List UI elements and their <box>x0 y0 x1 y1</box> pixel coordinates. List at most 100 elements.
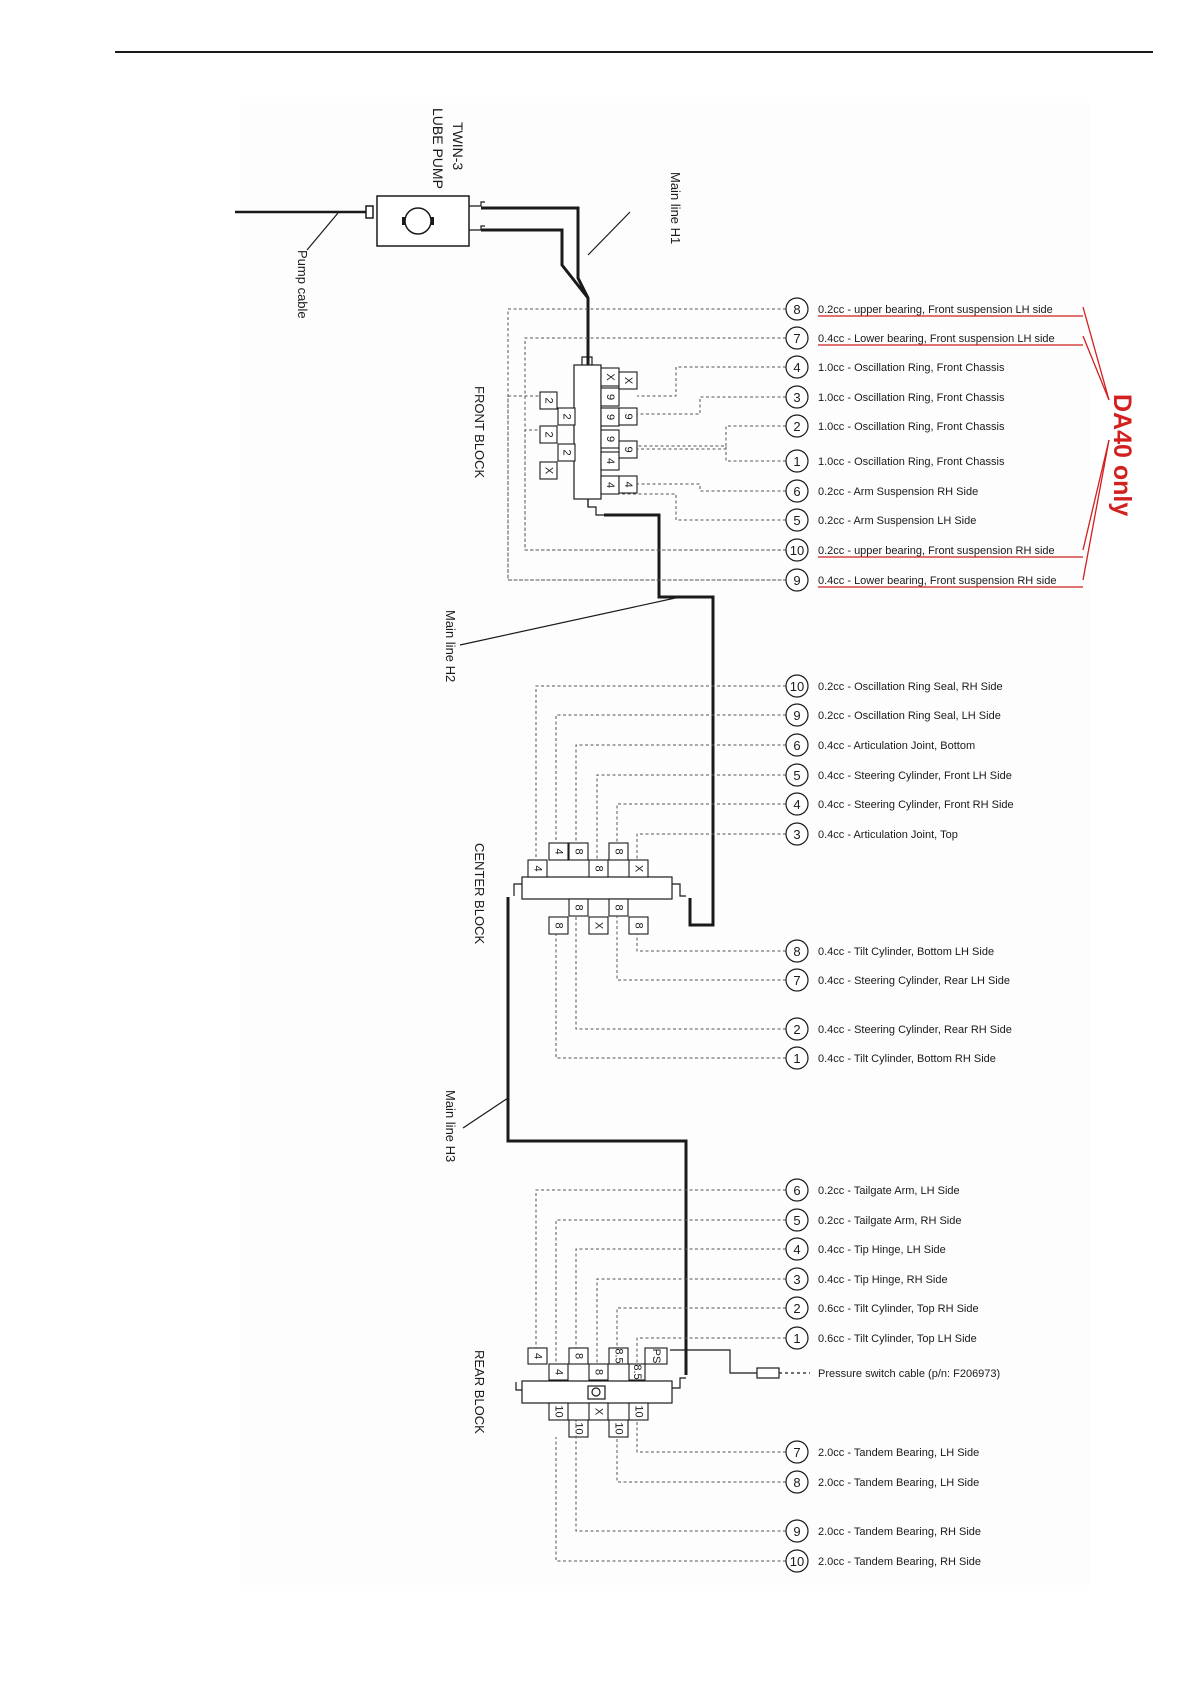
rear-outlet-label: 8.5 <box>631 1364 643 1379</box>
callout-number: 5 <box>793 768 800 783</box>
center-outlet-label: 8 <box>573 904 585 910</box>
callout-number-circle <box>785 1519 809 1543</box>
rear-outlet-label: 4 <box>532 1353 544 1359</box>
center-outlet: X <box>588 916 609 935</box>
front-block-manifold <box>573 364 602 500</box>
center-outlet-label: 8 <box>633 922 645 928</box>
front-outlet: X <box>539 461 558 480</box>
center-outlet: X <box>628 859 649 878</box>
front-outlet: 9 <box>600 429 620 449</box>
rear-outlet-label: 10 <box>613 1422 625 1434</box>
front-outlet-label: 4 <box>622 481 634 487</box>
center-outlet: 8 <box>548 916 569 935</box>
callout-number-circle <box>785 733 809 757</box>
callouts: 8 0.2cc - upper bearing, Front suspension… <box>507 297 1083 1573</box>
callout-text: 0.4cc - Steering Cylinder, Rear LH Side <box>818 975 1010 987</box>
front-outlet-label: 4 <box>604 458 616 464</box>
rear-outlet: 10 <box>548 1402 569 1421</box>
main-line-h2-label: Main line H2 <box>443 610 458 682</box>
callout-item: 3 0.4cc - Articulation Joint, Top <box>636 822 958 860</box>
callout-number: 2 <box>793 1022 800 1037</box>
callout-number: 8 <box>793 302 800 317</box>
rear-block <box>515 1377 686 1404</box>
callout-number-circle <box>785 703 809 727</box>
front-outlet-label: 4 <box>604 482 616 488</box>
front-block-label: FRONT BLOCK <box>472 386 487 479</box>
callout-number-circle <box>785 674 809 698</box>
front-outlet: 4 <box>600 475 620 495</box>
callout-text: 1.0cc - Oscillation Ring, Front Chassis <box>818 362 1005 374</box>
front-outlet: 2 <box>539 425 558 444</box>
main-line-h2 <box>604 513 715 927</box>
callout-number-circle <box>785 763 809 787</box>
callout-number-circle <box>785 1208 809 1232</box>
pump-motor-icon <box>404 207 432 235</box>
callout-number: 8 <box>793 1475 800 1490</box>
main-line-h1 <box>481 206 590 367</box>
front-outlet: 4 <box>600 451 620 471</box>
front-outlet-label: 9 <box>604 436 616 442</box>
callout-number-circle <box>785 449 809 473</box>
rear-outlet: 4 <box>548 1363 569 1381</box>
callout-text: 0.2cc - Oscillation Ring Seal, LH Side <box>818 710 1001 722</box>
center-outlet: 8 <box>608 842 629 861</box>
callout-number: 3 <box>793 390 800 405</box>
callout-text: 0.2cc - Tailgate Arm, RH Side <box>818 1215 961 1227</box>
center-outlet-label: 4 <box>532 865 544 871</box>
rear-outlet: 10 <box>608 1419 629 1438</box>
callout-number: 7 <box>793 973 800 988</box>
callout-text: 0.4cc - Steering Cylinder, Front LH Side <box>818 770 1012 782</box>
callout-number-circle <box>785 385 809 409</box>
center-outlet: 4 <box>527 859 548 878</box>
callout-text: 0.4cc - Lower bearing, Front suspension … <box>818 333 1055 345</box>
callout-text: 0.4cc - Articulation Joint, Top <box>818 829 958 841</box>
callout-text: 0.4cc - Tip Hinge, LH Side <box>818 1244 946 1256</box>
rear-outlet-label: 4 <box>553 1369 565 1375</box>
rear-outlet: PS <box>644 1347 668 1365</box>
main-line-h1-label: Main line H1 <box>668 172 683 244</box>
front-outlet: 9 <box>618 407 638 426</box>
rear-outlet: 8.5 <box>608 1347 629 1365</box>
pump-cable-label: Pump cable <box>295 250 310 319</box>
rear-outlet: 8 <box>588 1363 609 1381</box>
callout-number: 3 <box>793 827 800 842</box>
main-line-h3-leader <box>462 1097 509 1129</box>
center-outlet: 8 <box>568 898 589 917</box>
center-outlet: 8 <box>628 916 649 935</box>
callout-number: 10 <box>790 679 804 694</box>
callout-number-circle <box>785 1549 809 1573</box>
callout-text: 0.2cc - upper bearing, Front suspension … <box>818 304 1053 316</box>
callout-number-circle <box>785 792 809 816</box>
front-outlet-label: X <box>604 373 616 381</box>
center-outlet-label: X <box>633 865 645 873</box>
callout-number: 9 <box>793 1524 800 1539</box>
front-outlet-label: X <box>543 467 555 475</box>
callout-number: 5 <box>793 1213 800 1228</box>
callout-number: 7 <box>793 331 800 346</box>
callout-number-circle <box>785 355 809 379</box>
callout-number: 1 <box>793 454 800 469</box>
callout-number: 6 <box>793 484 800 499</box>
front-outlet: 9 <box>600 407 620 427</box>
front-outlet: 9 <box>618 440 638 459</box>
callout-text: 0.4cc - Lower bearing, Front suspension … <box>818 575 1056 587</box>
callout-number: 9 <box>793 573 800 588</box>
callout-item: 9 0.4cc - Lower bearing, Front suspension… <box>507 395 1083 592</box>
pump-title: TWIN-3 <box>450 122 466 170</box>
callout-text: 2.0cc - Tandem Bearing, LH Side <box>818 1447 979 1459</box>
callout-text: 0.4cc - Tilt Cylinder, Bottom LH Side <box>818 946 994 958</box>
rear-outlet-label: 10 <box>633 1405 645 1417</box>
pump-assembly <box>235 195 485 251</box>
callout-text: 0.4cc - Articulation Joint, Bottom <box>818 740 975 752</box>
callout-number-circle <box>785 1267 809 1291</box>
da40-label: DA40 only <box>1108 394 1136 516</box>
rear-outlet-label: PS <box>650 1349 662 1364</box>
